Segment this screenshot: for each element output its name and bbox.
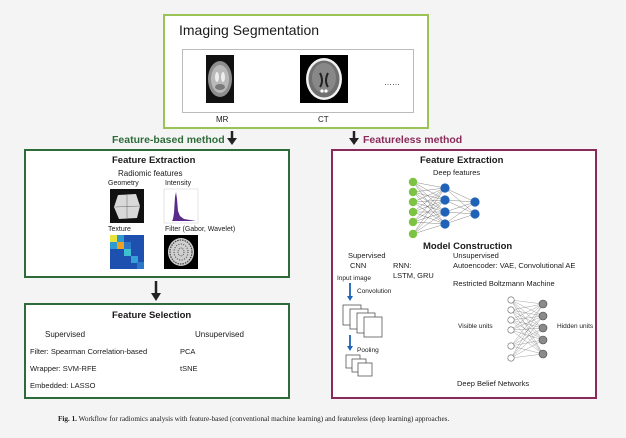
- rnn-label: RNN:: [393, 261, 412, 270]
- convolution-label: Convolution: [357, 288, 392, 295]
- model-supervised-label: Supervised: [348, 251, 386, 260]
- feature-extraction-title: Feature Extraction: [112, 155, 196, 166]
- right-feature-extraction-title: Feature Extraction: [420, 155, 504, 166]
- hidden-node: [440, 195, 450, 205]
- feature-based-method-label: Feature-based method: [112, 134, 225, 146]
- hidden-unit-node: [538, 349, 548, 359]
- mr-label: MR: [216, 115, 229, 124]
- figure-caption: Fig. 1. Workflow for radiomics analysis …: [58, 415, 449, 423]
- geometry-thumbnail: [110, 189, 144, 223]
- caption-prefix: Fig. 1.: [58, 415, 77, 423]
- feature-extraction-box: [24, 149, 290, 278]
- intensity-histogram: [163, 188, 199, 224]
- input-node: [408, 187, 418, 197]
- selection-tsne: tSNE: [180, 364, 198, 373]
- selection-embedded-method: Embedded: LASSO: [30, 381, 96, 390]
- mr-brain-image: [206, 55, 234, 103]
- selection-pca: PCA: [180, 347, 196, 356]
- arrow-down-selection-icon: [151, 281, 161, 301]
- featureless-box: [331, 149, 597, 399]
- geometry-label: Geometry: [108, 180, 139, 187]
- featureless-method-label: Featureless method: [363, 134, 463, 146]
- visible-unit-node: [507, 316, 515, 324]
- arrow-down-left-icon: [227, 131, 237, 145]
- rbm-label: Restricted Boltzmann Machine: [453, 279, 555, 288]
- hidden-node: [440, 219, 450, 229]
- input-node: [408, 207, 418, 217]
- visible-unit-node: [507, 342, 515, 350]
- hidden-unit-node: [538, 311, 548, 321]
- texture-matrix: [110, 235, 144, 269]
- more-images-ellipsis: ……: [384, 78, 400, 87]
- visible-unit-node: [507, 326, 515, 334]
- autoencoder-label: Autoencoder: VAE, Convolutional AE: [453, 261, 576, 270]
- hidden-node: [440, 183, 450, 193]
- texture-label: Texture: [108, 226, 131, 233]
- input-node: [408, 229, 418, 239]
- filter-label: Filter (Gabor, Wavelet): [165, 226, 236, 233]
- ct-label: CT: [318, 115, 329, 124]
- lstm-gru-label: LSTM, GRU: [393, 271, 434, 280]
- hidden-units-label: Hidden units: [557, 323, 594, 330]
- pooling-label: Pooling: [357, 347, 379, 354]
- hidden-unit-node: [538, 299, 548, 309]
- radiomic-features-label: Radiomic features: [118, 169, 183, 178]
- filter-response-image: [164, 235, 198, 269]
- selection-wrapper-method: Wrapper: SVM-RFE: [30, 364, 97, 373]
- output-node: [470, 197, 480, 207]
- input-node: [408, 177, 418, 187]
- cnn-diagram: [342, 283, 383, 377]
- caption-text: Workflow for radiomics analysis with fea…: [78, 415, 450, 423]
- selection-supervised-header: Supervised: [45, 330, 86, 339]
- input-node: [408, 217, 418, 227]
- intensity-label: Intensity: [165, 180, 192, 187]
- cnn-label: CNN: [350, 261, 367, 270]
- deep-features-network: [408, 177, 480, 239]
- dbn-label: Deep Belief Networks: [457, 379, 530, 388]
- model-unsupervised-label: Unsupervised: [453, 251, 499, 260]
- hidden-unit-node: [538, 335, 548, 345]
- rbm-network: [507, 296, 548, 362]
- arrow-down-right-icon: [349, 131, 359, 145]
- model-construction-title: Model Construction: [423, 241, 513, 252]
- visible-unit-node: [507, 296, 515, 304]
- imaging-segmentation-title: Imaging Segmentation: [179, 22, 320, 38]
- selection-unsupervised-header: Unsupervised: [195, 330, 244, 339]
- hidden-node: [440, 207, 450, 217]
- visible-units-label: Visible units: [458, 323, 493, 330]
- output-node: [470, 209, 480, 219]
- deep-features-label: Deep features: [433, 168, 481, 177]
- selection-filter-method: Filter: Spearman Correlation-based: [30, 347, 148, 356]
- feature-selection-title: Feature Selection: [112, 310, 192, 321]
- input-node: [408, 197, 418, 207]
- feature-selection-box: [24, 303, 290, 399]
- ct-brain-image: [300, 55, 348, 103]
- input-image-label: Input image: [337, 275, 371, 282]
- visible-unit-node: [507, 306, 515, 314]
- hidden-unit-node: [538, 323, 548, 333]
- visible-unit-node: [507, 354, 515, 362]
